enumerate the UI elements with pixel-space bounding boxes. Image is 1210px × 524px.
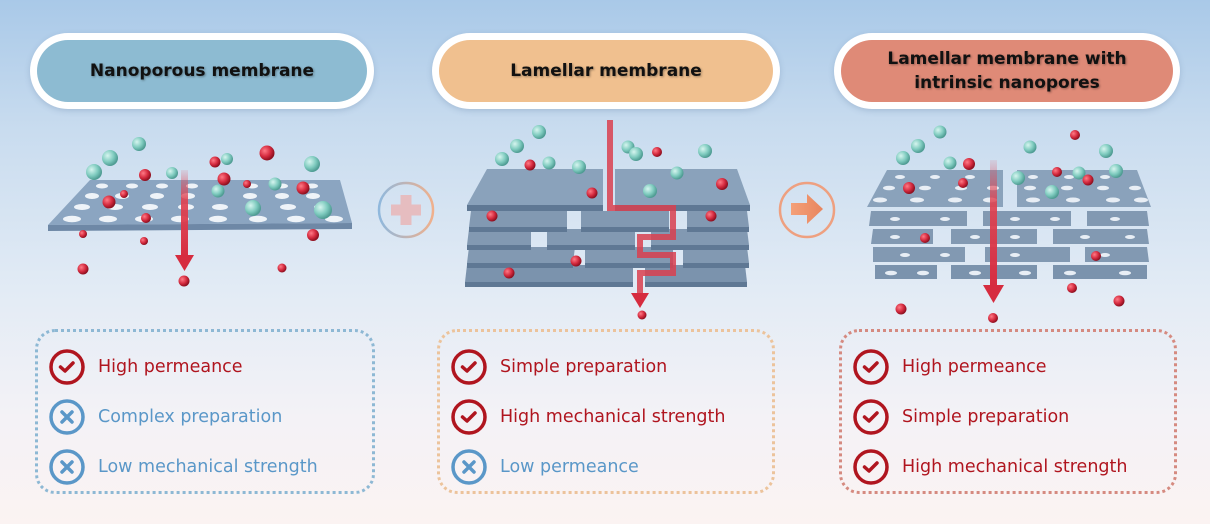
feature-item: High mechanical strength bbox=[852, 442, 1174, 492]
small-particles bbox=[486, 147, 728, 320]
flow-arrow-head bbox=[631, 293, 649, 308]
check-circle-icon bbox=[853, 399, 889, 435]
feature-label: High mechanical strength bbox=[500, 407, 726, 427]
intrinsic-nanopores bbox=[873, 175, 1148, 276]
feature-item: Complex preparation bbox=[48, 392, 372, 442]
large-particles bbox=[495, 125, 712, 198]
check-circle-icon bbox=[451, 349, 487, 385]
lamellar-membrane-illustration bbox=[465, 120, 750, 320]
small-particles bbox=[895, 130, 1125, 323]
feature-item: Simple preparation bbox=[450, 342, 772, 392]
title-pill-lamellar-nanopores: Lamellar membrane with intrinsic nanopor… bbox=[834, 33, 1180, 109]
feature-item: High permeance bbox=[852, 342, 1174, 392]
feature-item: Low permeance bbox=[450, 442, 772, 492]
title-lamellar-nanopores: Lamellar membrane with intrinsic nanopor… bbox=[841, 40, 1173, 102]
feature-item: High permeance bbox=[48, 342, 372, 392]
title-nanoporous: Nanoporous membrane bbox=[37, 40, 367, 102]
lamellar-nanopore-membrane-illustration bbox=[867, 125, 1151, 323]
check-circle-icon bbox=[49, 349, 85, 385]
small-particles bbox=[77, 145, 319, 287]
feature-label: Low mechanical strength bbox=[98, 457, 318, 477]
title-lamellar: Lamellar membrane bbox=[439, 40, 773, 102]
large-particles bbox=[896, 125, 1123, 199]
large-particles bbox=[86, 137, 332, 219]
features-panel-lamellar: Simple preparation High mechanical stren… bbox=[437, 329, 775, 494]
tortuous-flow-path bbox=[607, 120, 676, 295]
check-circle-icon bbox=[853, 349, 889, 385]
features-panel-nanoporous: High permeance Complex preparation Low m… bbox=[35, 329, 375, 494]
check-circle-icon bbox=[853, 449, 889, 485]
x-circle-icon bbox=[49, 449, 85, 485]
feature-label: Simple preparation bbox=[902, 407, 1070, 427]
feature-item: High mechanical strength bbox=[450, 392, 772, 442]
feature-item: Simple preparation bbox=[852, 392, 1174, 442]
feature-label: High permeance bbox=[98, 357, 243, 377]
flow-arrow bbox=[983, 160, 1004, 303]
title-pill-lamellar: Lamellar membrane bbox=[432, 33, 780, 109]
feature-label: High mechanical strength bbox=[902, 457, 1128, 477]
title-pill-nanoporous: Nanoporous membrane bbox=[30, 33, 374, 109]
arrow-right-icon bbox=[778, 181, 836, 239]
feature-label: Low permeance bbox=[500, 457, 639, 477]
x-circle-icon bbox=[451, 449, 487, 485]
feature-label: Simple preparation bbox=[500, 357, 668, 377]
x-circle-icon bbox=[49, 399, 85, 435]
nanoporous-membrane-illustration bbox=[48, 137, 352, 287]
check-circle-icon bbox=[451, 399, 487, 435]
feature-label: High permeance bbox=[902, 357, 1047, 377]
membrane-edge bbox=[48, 223, 352, 231]
porous-lamellar-sheets bbox=[867, 170, 1151, 279]
features-panel-lamellar-nanopores: High permeance Simple preparation High m… bbox=[839, 329, 1177, 494]
plus-icon bbox=[377, 181, 435, 239]
feature-item: Low mechanical strength bbox=[48, 442, 372, 492]
flow-arrow bbox=[175, 170, 194, 271]
feature-label: Complex preparation bbox=[98, 407, 283, 427]
